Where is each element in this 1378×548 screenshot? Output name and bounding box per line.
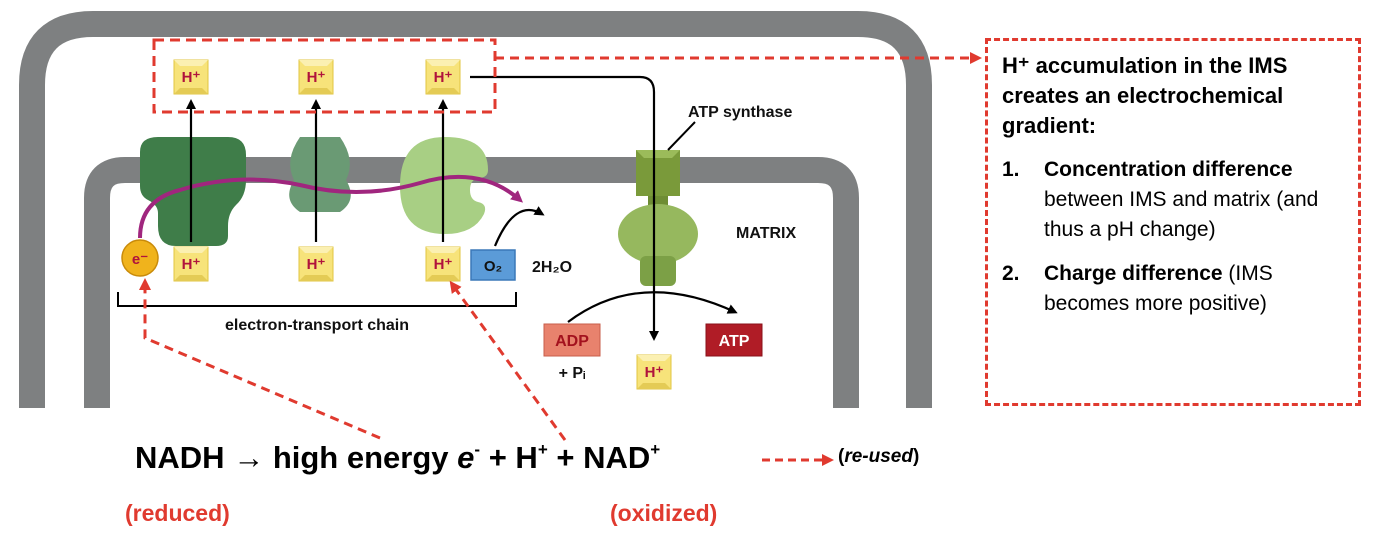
- oxidized-label: (oxidized): [610, 500, 718, 526]
- h-plus-matrix-3: H⁺: [425, 246, 461, 282]
- svg-text:H⁺: H⁺: [182, 69, 201, 86]
- reused-note: (re-used): [838, 446, 920, 467]
- svg-text:H⁺: H⁺: [182, 256, 201, 273]
- proton-term: H+: [515, 439, 548, 475]
- adp-box: ADP: [543, 323, 601, 357]
- svg-text:ADP: ADP: [555, 333, 589, 350]
- synthase-flow-arrow: [470, 75, 659, 341]
- outer-membrane: [19, 11, 932, 408]
- item-number: 2.: [1002, 262, 1020, 285]
- h-plus-matrix-1: H⁺: [173, 246, 209, 282]
- callout-heading: H⁺ accumulation in the IMS creates an el…: [1002, 53, 1288, 138]
- callout-item: 1. Concentration difference between IMS …: [1002, 155, 1344, 245]
- atp-box: ATP: [705, 323, 763, 357]
- complex-i: [140, 137, 246, 246]
- high-energy-term: high energy: [272, 440, 449, 475]
- svg-text:ATP: ATP: [719, 333, 750, 350]
- callout-item: 2. Charge difference (IMS becomes more p…: [1002, 259, 1344, 319]
- h-plus-ims-3: H⁺: [425, 59, 461, 95]
- svg-text:H⁺: H⁺: [307, 69, 326, 86]
- item-number: 1.: [1002, 158, 1020, 181]
- ims-hplus-highlight: [152, 38, 497, 114]
- reduced-label: (reduced): [125, 500, 230, 526]
- etc-label: electron-transport chain: [225, 317, 409, 334]
- hplus-source-arrow: [449, 280, 567, 441]
- svg-text:H⁺: H⁺: [307, 256, 326, 273]
- callout-list: 1. Concentration difference between IMS …: [1002, 155, 1344, 319]
- electron-badge: e⁻: [121, 239, 159, 277]
- item-bold: Concentration difference: [1044, 158, 1293, 181]
- o2-water-arrow: [493, 206, 545, 247]
- nadh-equation: NADH → high energy e- + H+ + NAD+: [135, 440, 660, 476]
- nad-term: NAD+: [583, 439, 661, 475]
- item-text: (IMS becomes more positive): [1044, 262, 1273, 315]
- plus-sign: +: [556, 440, 575, 475]
- svg-text:e⁻: e⁻: [132, 251, 148, 268]
- svg-text:H⁺: H⁺: [434, 69, 453, 86]
- etc-bracket: [117, 292, 517, 307]
- plus-sign: +: [488, 440, 507, 475]
- adp-atp-arrow: [567, 291, 738, 323]
- matrix-label: MATRIX: [736, 225, 796, 242]
- reaction-arrow: →: [233, 440, 265, 475]
- item-text: between IMS and matrix (and thus a pH ch…: [1044, 188, 1319, 241]
- complex-iii: [289, 137, 351, 212]
- nadh-term: NADH: [135, 440, 225, 475]
- electron-term: e-: [457, 439, 481, 475]
- atp-synthase-pointer: [667, 121, 696, 151]
- svg-text:O₂: O₂: [484, 258, 502, 275]
- pi-label: + Pᵢ: [559, 365, 586, 382]
- h-plus-matrix-2: H⁺: [298, 246, 334, 282]
- water-label: 2H₂O: [532, 259, 572, 276]
- h-plus-ims-1: H⁺: [173, 59, 209, 95]
- o2-box: O₂: [470, 249, 516, 281]
- electron-source-arrow: [139, 278, 381, 440]
- item-bold: Charge difference: [1044, 262, 1223, 285]
- svg-text:H⁺: H⁺: [645, 364, 664, 381]
- atp-synthase-label: ATP synthase: [688, 104, 792, 121]
- gradient-callout: H⁺ accumulation in the IMS creates an el…: [985, 38, 1361, 406]
- electron-path: [138, 174, 524, 239]
- h-plus-matrix-synthase: H⁺: [636, 354, 672, 390]
- h-plus-ims-2: H⁺: [298, 59, 334, 95]
- svg-text:H⁺: H⁺: [434, 256, 453, 273]
